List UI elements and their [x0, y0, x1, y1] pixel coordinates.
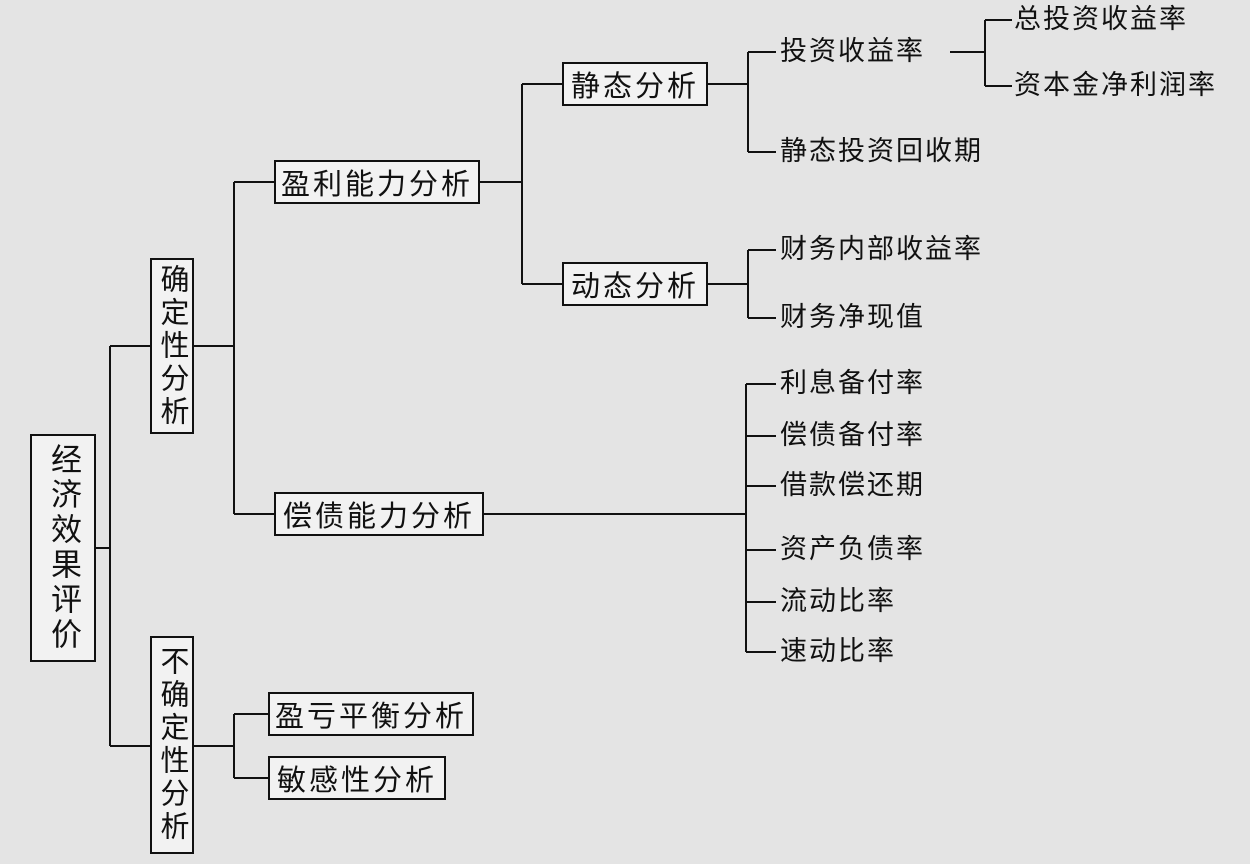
fnpv-label: 财务净现值: [780, 302, 925, 333]
loan-repayment-period-label: 借款偿还期: [780, 470, 925, 501]
root-node: 经济效果评价: [30, 434, 96, 662]
interest-coverage-label: 利息备付率: [780, 368, 925, 399]
equity-net-profit-rate-label: 资本金净利润率: [1014, 70, 1217, 101]
solvency-analysis-node: 偿债能力分析: [274, 492, 484, 536]
break-even-analysis-node: 盈亏平衡分析: [268, 692, 474, 736]
certain-analysis-node: 确定性分析: [150, 258, 194, 434]
debt-asset-ratio-label: 资产负债率: [780, 534, 925, 565]
static-analysis-node: 静态分析: [562, 62, 708, 106]
quick-ratio-label: 速动比率: [780, 636, 896, 667]
sensitivity-analysis-node: 敏感性分析: [268, 756, 446, 800]
static-payback-label: 静态投资回收期: [780, 136, 983, 167]
dynamic-analysis-node: 动态分析: [562, 262, 708, 306]
roi-label: 投资收益率: [780, 36, 925, 67]
profitability-analysis-node: 盈利能力分析: [274, 160, 480, 204]
uncertain-analysis-node: 不确定性分析: [150, 636, 194, 854]
current-ratio-label: 流动比率: [780, 586, 896, 617]
total-roi-label: 总投资收益率: [1014, 4, 1188, 35]
debt-service-coverage-label: 偿债备付率: [780, 420, 925, 451]
firr-label: 财务内部收益率: [780, 234, 983, 265]
